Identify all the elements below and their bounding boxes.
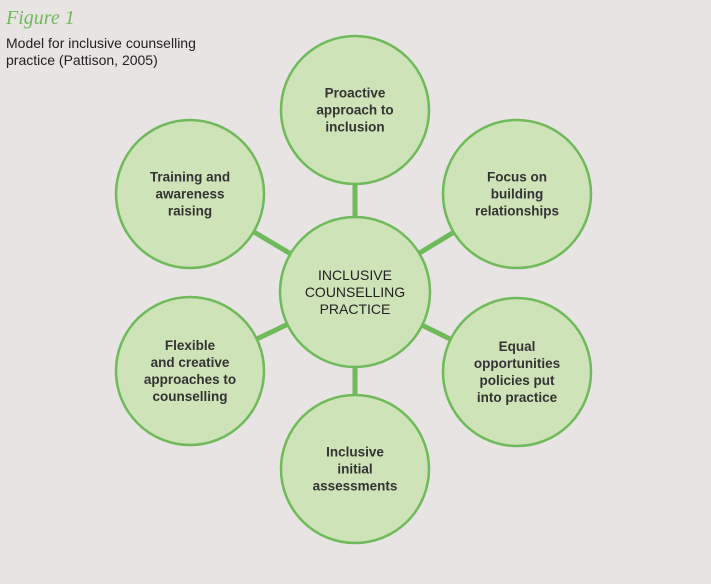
node-equal-opportunities: Equal opportunities policies put into pract… bbox=[441, 296, 593, 448]
node-label-line: building bbox=[491, 187, 543, 202]
node-circle bbox=[114, 118, 266, 270]
node-label-line: Proactive bbox=[325, 86, 386, 101]
node-label-line: approaches to bbox=[144, 372, 236, 387]
node-label-line: Training and bbox=[150, 170, 230, 185]
node-flexible-approaches: Flexible and creative approaches to counsel… bbox=[114, 295, 266, 447]
node-proactive-approach: Proactive approach to inclusion bbox=[279, 34, 431, 186]
connectors bbox=[250, 182, 457, 397]
node-circle bbox=[441, 296, 593, 448]
node-label-line: Focus on bbox=[487, 170, 547, 185]
node-label-line: and creative bbox=[151, 355, 230, 370]
center-label-line: INCLUSIVE bbox=[318, 267, 392, 283]
connector-focus-relationships bbox=[416, 229, 457, 257]
node-label-line: approach to bbox=[316, 103, 393, 118]
caption-line: Model for inclusive counselling bbox=[6, 35, 196, 51]
node-label-line: Equal bbox=[499, 339, 536, 354]
node-inclusive-assessments: Inclusive initial assessments bbox=[279, 393, 431, 545]
node-circle bbox=[279, 34, 431, 186]
node-label-line: Flexible bbox=[165, 338, 216, 353]
node-label-line: into practice bbox=[477, 390, 558, 405]
center-label-line: PRACTICE bbox=[320, 301, 391, 317]
node-label-line: raising bbox=[168, 204, 212, 219]
node-label-line: assessments bbox=[313, 479, 398, 494]
node-circle bbox=[114, 295, 266, 447]
center-circle bbox=[278, 215, 432, 369]
node-label-line: opportunities bbox=[474, 356, 560, 371]
node-circle bbox=[441, 118, 593, 270]
connector-equal-opportunities bbox=[419, 322, 454, 343]
node-label-line: initial bbox=[337, 462, 372, 477]
figure-title: Figure 1 bbox=[6, 7, 75, 29]
node-focus-relationships: Focus on building relationships bbox=[441, 118, 593, 270]
node-label-line: policies put bbox=[479, 373, 555, 388]
connector-flexible-approaches bbox=[253, 321, 291, 343]
caption-line: practice (Pattison, 2005) bbox=[6, 52, 158, 68]
connector-training-awareness bbox=[250, 228, 294, 257]
node-label-line: counselling bbox=[152, 389, 227, 404]
node-label-line: relationships bbox=[475, 204, 559, 219]
node-label-line: Inclusive bbox=[326, 445, 384, 460]
node-circle bbox=[279, 393, 431, 545]
figure-caption: Model for inclusive counselling practice… bbox=[6, 35, 226, 69]
node-label-line: inclusion bbox=[325, 120, 384, 135]
center-label-line: COUNSELLING bbox=[305, 284, 405, 300]
node-label-line: awareness bbox=[155, 187, 224, 202]
node-training-awareness: Training and awareness raising bbox=[114, 118, 266, 270]
